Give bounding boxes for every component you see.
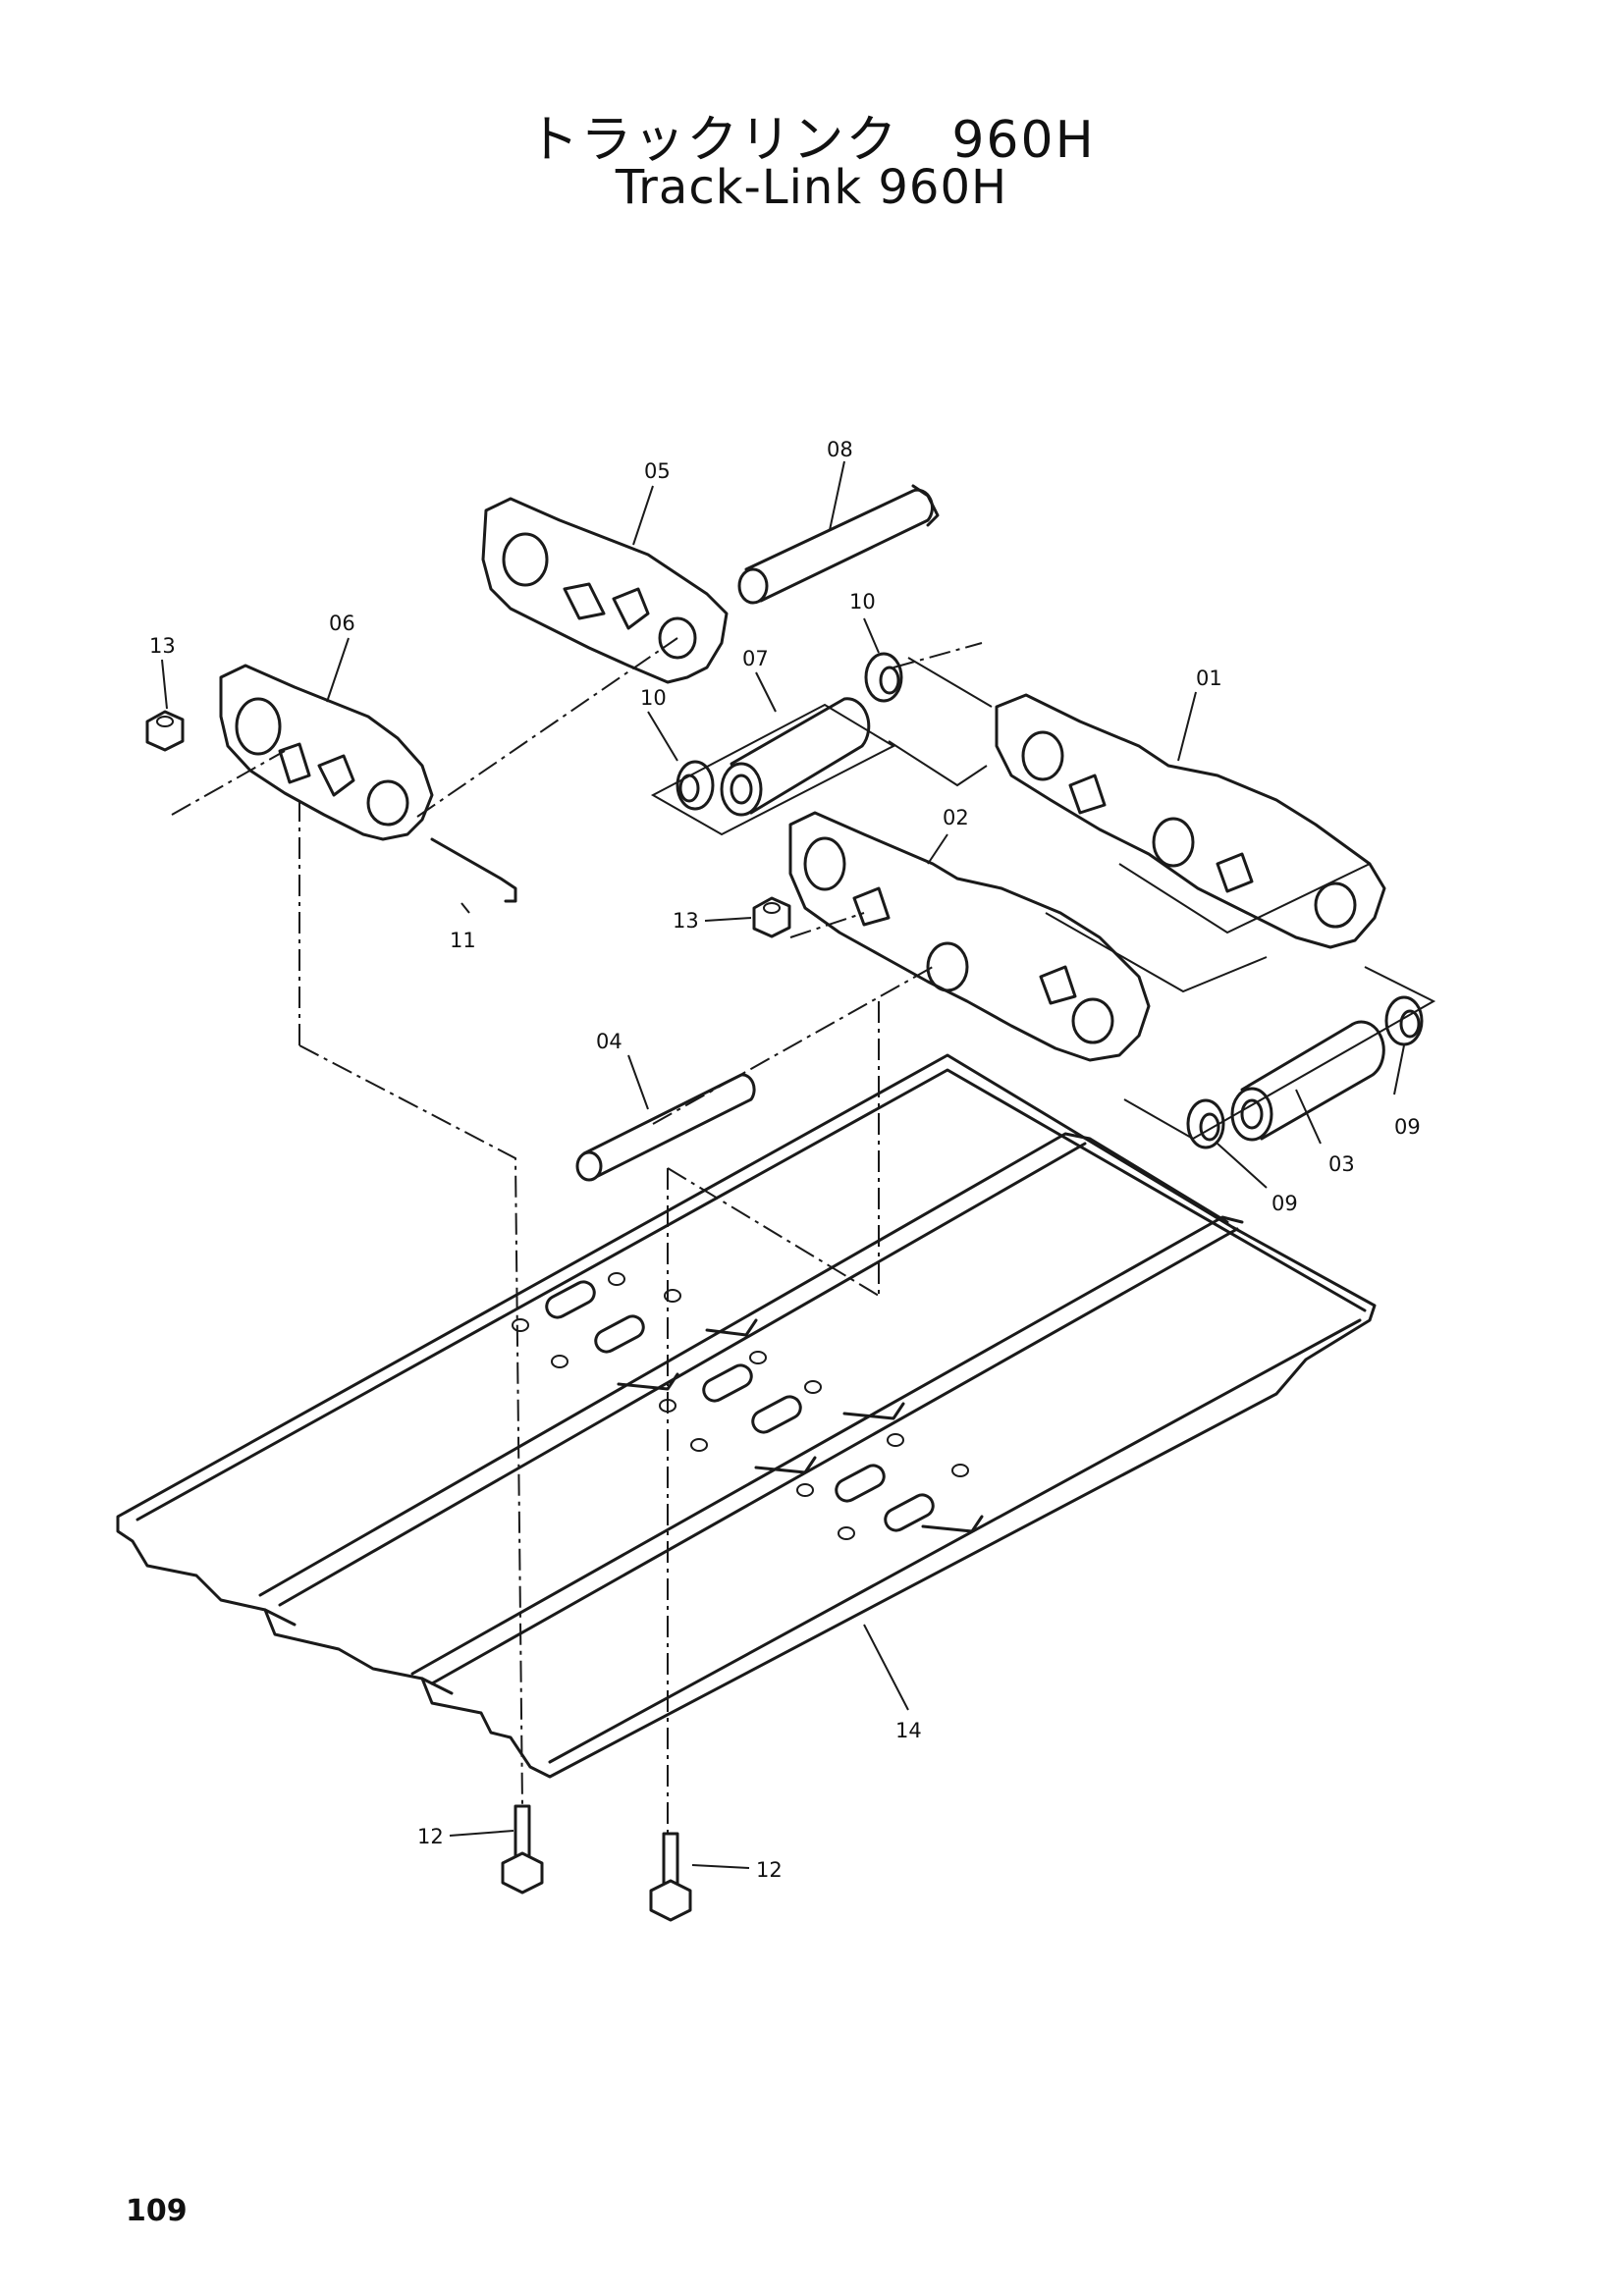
pin-04 (575, 1073, 756, 1182)
leader-lines (161, 460, 1405, 1869)
cotter-pin-11 (430, 837, 517, 903)
callout-01: 01 (1196, 667, 1222, 690)
callout-13-left: 13 (149, 634, 176, 658)
callout-14: 14 (895, 1719, 922, 1742)
callout-09-lower: 09 (1271, 1192, 1298, 1215)
callout-02: 02 (943, 806, 969, 829)
callout-13-center: 13 (673, 909, 699, 933)
callout-03: 03 (1328, 1152, 1355, 1176)
assembly-center-lines (171, 637, 1436, 1834)
callout-12-right: 12 (756, 1858, 783, 1882)
pin-08 (737, 484, 940, 605)
callout-05: 05 (644, 459, 671, 483)
page-title-english: Track-Link 960H (615, 160, 1008, 215)
seal-10-upper (864, 652, 903, 703)
callout-06: 06 (329, 612, 355, 635)
bushing-03 (1230, 1020, 1385, 1142)
callout-labels: 01 02 03 04 05 06 07 08 09 09 10 10 11 1… (149, 438, 1421, 1882)
link-06 (219, 664, 434, 841)
link-01 (995, 693, 1386, 949)
link-02 (788, 811, 1151, 1062)
bushing-07 (720, 697, 871, 817)
callout-07: 07 (742, 647, 769, 670)
bolt-12-left (501, 1804, 544, 1895)
page-number: 109 (126, 2194, 188, 2228)
seal-10-lower (676, 760, 715, 811)
callout-11: 11 (450, 929, 476, 952)
callout-09-upper: 09 (1394, 1115, 1421, 1139)
callout-12-left: 12 (417, 1825, 444, 1848)
nut-13-left (145, 710, 185, 752)
callout-08: 08 (827, 438, 853, 461)
track-shoe (116, 1053, 1377, 1779)
nut-13-center (752, 896, 791, 938)
callout-04: 04 (596, 1030, 622, 1053)
callout-10-upper: 10 (849, 590, 876, 614)
page-title-japanese: トラックリンク 960H (527, 111, 1096, 170)
seal-09-upper (1384, 995, 1424, 1046)
link-05 (481, 497, 729, 684)
callout-10-lower: 10 (640, 686, 667, 710)
bolt-12-right (649, 1832, 692, 1922)
